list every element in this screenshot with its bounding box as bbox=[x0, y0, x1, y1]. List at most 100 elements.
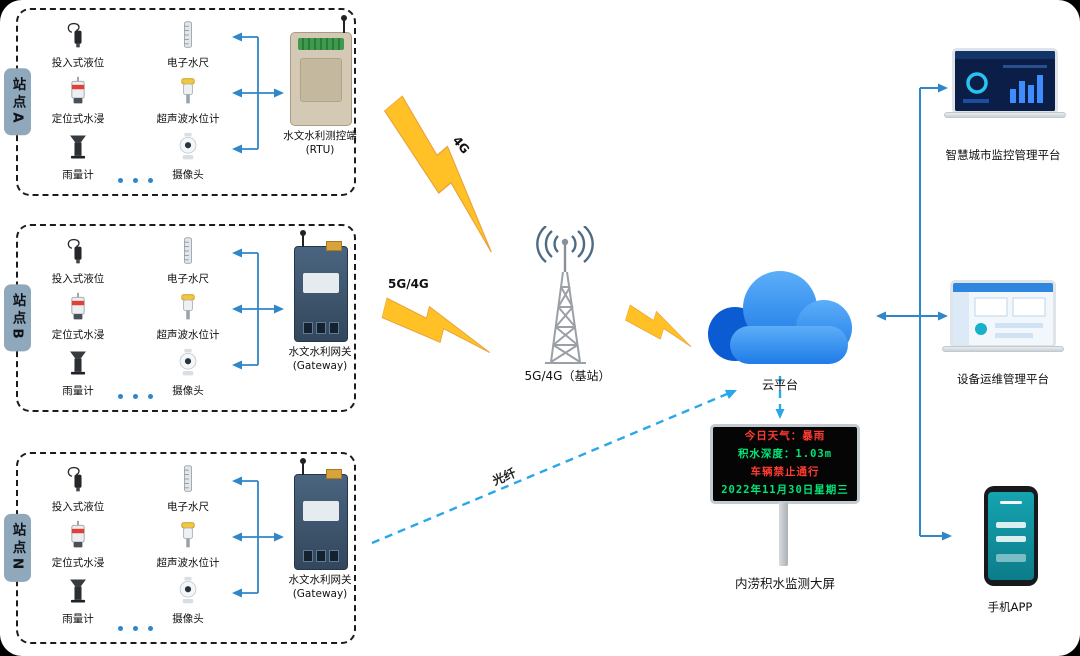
gateway-device-image bbox=[294, 458, 348, 570]
station-b: 投入式液位 电子水尺 定位式水浸 超声波水位计 雨量计 摄像头 bbox=[4, 224, 360, 412]
station-tab-label: 站点B bbox=[9, 293, 26, 343]
dashboard-light-thumbnail bbox=[953, 283, 1053, 345]
rain-gauge-icon bbox=[70, 579, 86, 603]
submersible-level-icon bbox=[67, 238, 82, 264]
om-platform-label: 设备运维管理平台 bbox=[957, 372, 1049, 386]
water-ruler-icon bbox=[184, 465, 192, 492]
sensor-label: 摄像头 bbox=[172, 613, 204, 625]
sensor-label: 雨量计 bbox=[62, 613, 94, 625]
sensor-electronic-ruler: 电子水尺 bbox=[142, 236, 234, 286]
ethernet-ports bbox=[303, 322, 339, 334]
sensor-label: 电子水尺 bbox=[167, 273, 209, 285]
device-name: 水文水利网关 bbox=[288, 346, 352, 358]
sensor-submersible-level: 投入式液位 bbox=[32, 236, 124, 286]
sensor-flood-detector: 定位式水浸 bbox=[32, 520, 124, 570]
sensor-electronic-ruler: 电子水尺 bbox=[142, 20, 234, 70]
device-name: 水文水利网关 bbox=[288, 574, 352, 586]
submersible-level-icon bbox=[67, 22, 82, 48]
sensor-ultrasonic-level: 超声波水位计 bbox=[142, 292, 234, 342]
station-a-box: 投入式液位 电子水尺 定位式水浸 超声波水位计 雨量计 摄像头 bbox=[16, 8, 357, 196]
ellipsis-dots bbox=[118, 394, 153, 399]
lightning-bolt-a-icon bbox=[369, 88, 527, 261]
device-label: 水文水利网关 (Gateway) bbox=[255, 574, 385, 601]
base-station-tower-icon bbox=[536, 226, 594, 364]
sensor-flood-detector: 定位式水浸 bbox=[32, 76, 124, 126]
water-ruler-icon bbox=[184, 237, 192, 264]
flood-sensor-icon bbox=[71, 76, 85, 104]
led-line-traffic: 车辆禁止通行 bbox=[750, 466, 820, 479]
sensor-camera: 摄像头 bbox=[142, 132, 234, 182]
mobile-app-label: 手机APP bbox=[987, 600, 1033, 614]
monitor-stand bbox=[944, 112, 1066, 118]
led-line-date: 2022年11月30日星期三 bbox=[721, 484, 849, 497]
device-label: 水文水利网关 (Gateway) bbox=[255, 346, 385, 373]
led-caption: 内涝积水监测大屏 bbox=[734, 576, 835, 591]
terminal-block bbox=[298, 38, 344, 50]
station-a-wiring bbox=[232, 32, 284, 154]
lightning-bolt-b-icon bbox=[377, 288, 500, 362]
submersible-level-icon bbox=[67, 466, 82, 492]
station-b-wiring bbox=[232, 248, 284, 370]
smart-city-platform-label: 智慧城市监控管理平台 bbox=[945, 148, 1061, 162]
station-b-tab: 站点B bbox=[4, 284, 31, 352]
sensor-ultrasonic-level: 超声波水位计 bbox=[142, 76, 234, 126]
device-faceplate bbox=[303, 273, 339, 293]
sensor-camera: 摄像头 bbox=[142, 348, 234, 398]
sensor-label: 定位式水浸 bbox=[51, 113, 105, 125]
antenna-icon bbox=[341, 15, 347, 33]
phone-screen bbox=[988, 492, 1034, 580]
station-b-box: 投入式液位 电子水尺 定位式水浸 超声波水位计 雨量计 摄像头 bbox=[16, 224, 356, 412]
sensor-ultrasonic-level: 超声波水位计 bbox=[142, 520, 234, 570]
device-faceplate bbox=[303, 501, 339, 521]
device-name: 水文水利测控端 bbox=[283, 130, 357, 142]
device-type: (RTU) bbox=[305, 143, 335, 156]
cloud-platform-icon bbox=[708, 271, 852, 364]
monitor-stand bbox=[942, 346, 1064, 352]
station-tab-label: 站点A bbox=[9, 77, 26, 127]
device-faceplate bbox=[300, 58, 342, 102]
antenna-icon bbox=[300, 230, 306, 247]
camera-icon bbox=[179, 576, 197, 604]
sensor-label: 超声波水位计 bbox=[156, 557, 220, 569]
terminal-block bbox=[326, 241, 342, 251]
sensor-label: 定位式水浸 bbox=[51, 557, 105, 569]
sensor-rain-gauge: 雨量计 bbox=[32, 576, 124, 626]
sensor-label: 电子水尺 bbox=[167, 57, 209, 69]
sensor-label: 雨量计 bbox=[62, 169, 94, 181]
sensor-label: 定位式水浸 bbox=[51, 329, 105, 341]
camera-icon bbox=[179, 132, 197, 160]
sensor-label: 摄像头 bbox=[172, 385, 204, 397]
rtu-device-image bbox=[290, 15, 352, 126]
camera-icon bbox=[179, 348, 197, 376]
station-n: 投入式液位 电子水尺 定位式水浸 超声波水位计 雨量计 摄像头 bbox=[4, 452, 360, 644]
led-display-board: 今日天气：暴雨 积水深度：1.03m 车辆禁止通行 2022年11月30日星期三 bbox=[710, 424, 860, 504]
flood-sensor-icon bbox=[71, 292, 85, 320]
dashboard-dark-thumbnail bbox=[955, 51, 1055, 111]
sensor-label: 超声波水位计 bbox=[156, 329, 220, 341]
ultrasonic-level-icon bbox=[181, 78, 195, 104]
sensor-rain-gauge: 雨量计 bbox=[32, 348, 124, 398]
device-type: (Gateway) bbox=[292, 359, 348, 372]
sensor-rain-gauge: 雨量计 bbox=[32, 132, 124, 182]
flood-sensor-icon bbox=[71, 520, 85, 548]
gateway-device-image bbox=[294, 230, 348, 342]
sensor-label: 雨量计 bbox=[62, 385, 94, 397]
sensor-electronic-ruler: 电子水尺 bbox=[142, 464, 234, 514]
sensor-submersible-level: 投入式液位 bbox=[32, 464, 124, 514]
ultrasonic-level-icon bbox=[181, 522, 195, 548]
sensor-camera: 摄像头 bbox=[142, 576, 234, 626]
station-n-wiring bbox=[232, 476, 284, 598]
ellipsis-dots bbox=[118, 178, 153, 183]
ethernet-ports bbox=[303, 550, 339, 562]
tower-label: 5G/4G（基站） bbox=[524, 369, 611, 383]
sensor-label: 投入式液位 bbox=[51, 501, 105, 513]
sensor-label: 投入式液位 bbox=[51, 57, 105, 69]
lightning-bolt-c-icon bbox=[621, 297, 701, 354]
sensor-submersible-level: 投入式液位 bbox=[32, 20, 124, 70]
station-a-tab: 站点A bbox=[4, 68, 31, 136]
device-label: 水文水利测控端 (RTU) bbox=[255, 130, 385, 157]
station-n-box: 投入式液位 电子水尺 定位式水浸 超声波水位计 雨量计 摄像头 bbox=[16, 452, 356, 644]
station-a: 投入式液位 电子水尺 定位式水浸 超声波水位计 雨量计 摄像头 bbox=[4, 8, 360, 196]
